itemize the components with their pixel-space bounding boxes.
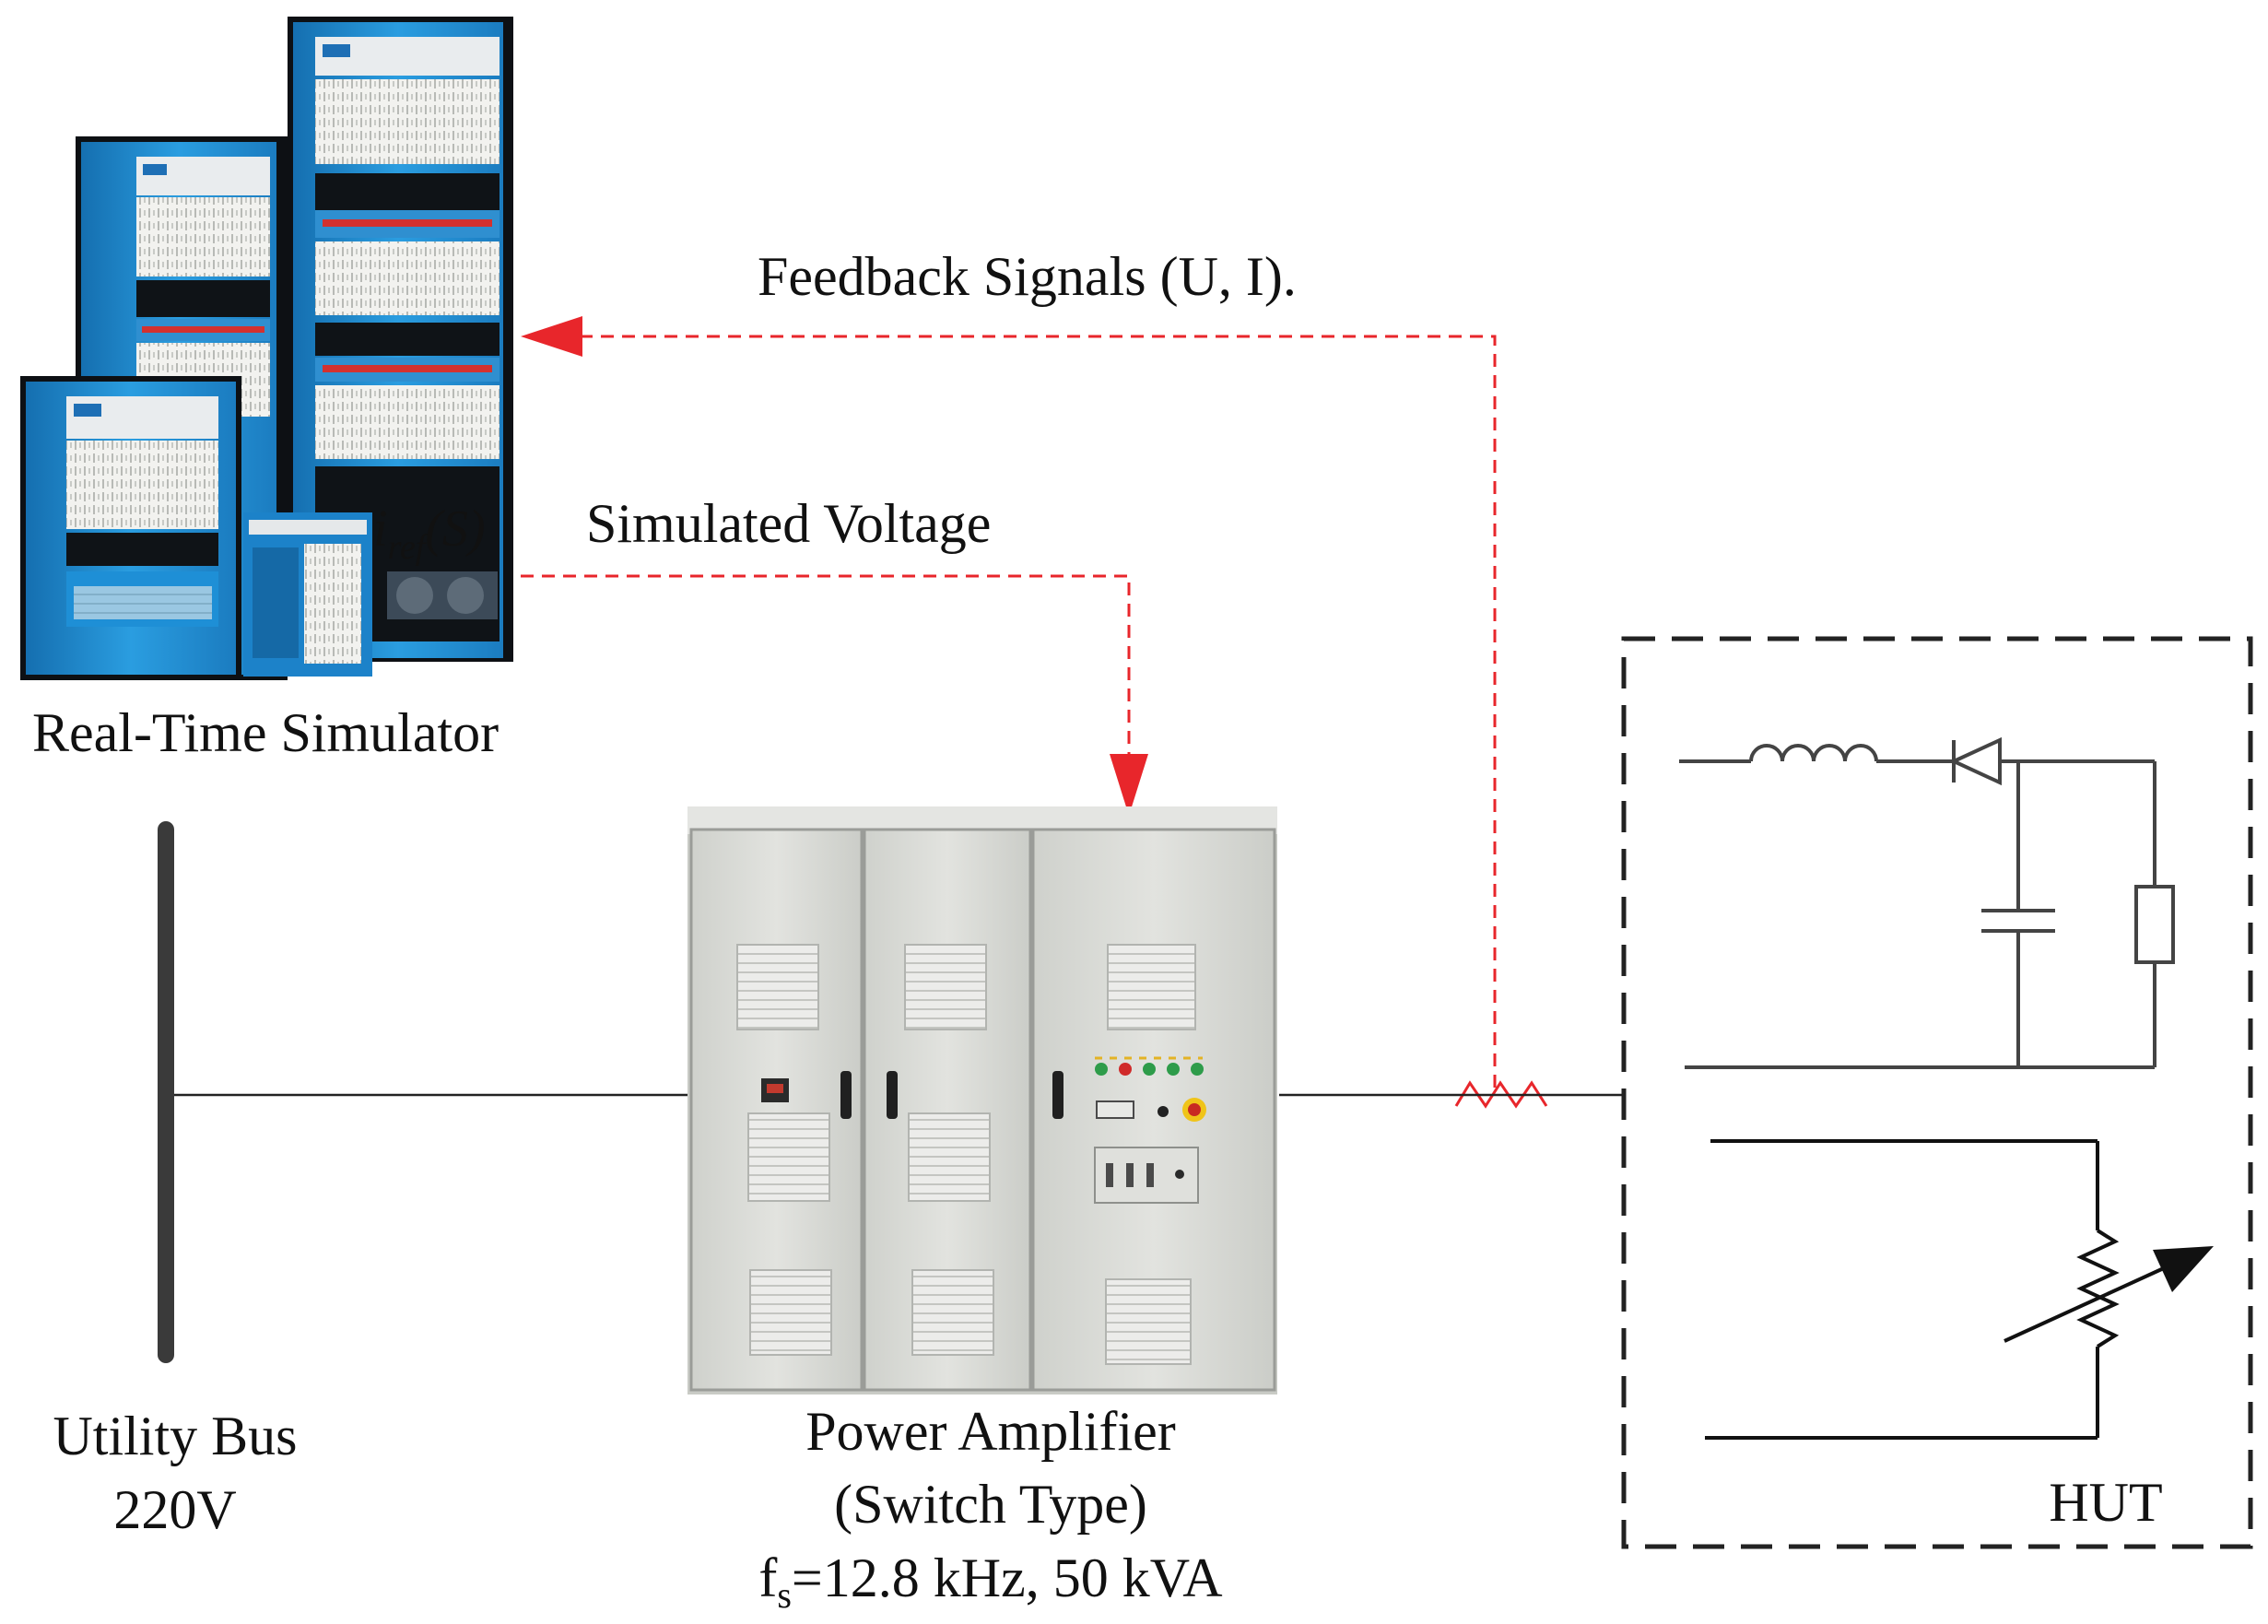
- feedback-signal-path: [521, 316, 1548, 1109]
- iref-label: iref(S): [373, 500, 486, 567]
- simulated-voltage-label: Simulated Voltage: [586, 493, 991, 554]
- variable-resistor-load: [1705, 1139, 2214, 1440]
- sensor-zigzag: [1454, 1080, 1548, 1109]
- amplifier-label-line1: Power Amplifier: [805, 1401, 1176, 1462]
- diode-symbol: [1949, 736, 2002, 786]
- variable-resistor-arrowhead: [2153, 1246, 2214, 1292]
- real-time-simulator-image: iref(S): [20, 17, 513, 680]
- power-amplifier-image: [687, 806, 1277, 1395]
- simulator-rack-short: [20, 376, 241, 680]
- variable-resistor-zigzag: [2076, 1229, 2120, 1348]
- simulated-voltage-path: [521, 574, 1148, 816]
- resistor-symbol: [2134, 885, 2175, 964]
- feedback-arrowhead: [521, 316, 582, 357]
- utility-bus-label-line2: 220V: [113, 1479, 236, 1540]
- simulator-small-unit: [243, 512, 372, 677]
- hut-boundary: [1621, 636, 2253, 1549]
- simulated-voltage-arrowhead: [1110, 754, 1148, 816]
- amplifier-label-line3: fs=12.8 kHz, 50 kVA: [758, 1548, 1222, 1616]
- simulator-rack-tall: [288, 17, 513, 662]
- utility-bus-label-line1: Utility Bus: [53, 1406, 297, 1466]
- amplifier-label-line2: (Switch Type): [834, 1474, 1147, 1535]
- feedback-label: Feedback Signals (U, I).: [758, 246, 1297, 307]
- simulator-label: Real-Time Simulator: [32, 702, 499, 763]
- rectifier-load-circuit: [1679, 736, 2175, 1069]
- hut-label: HUT: [2049, 1472, 2162, 1533]
- inductor-symbol: [1749, 744, 1878, 762]
